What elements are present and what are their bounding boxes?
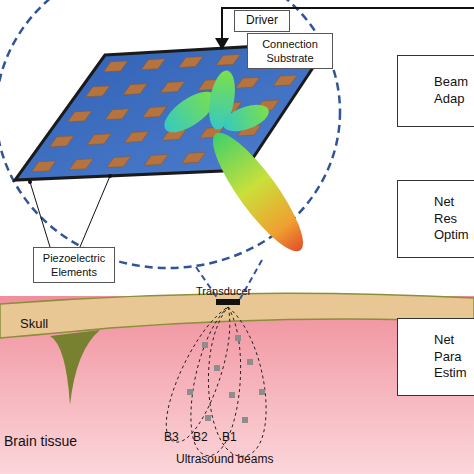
piezo-element bbox=[87, 134, 111, 145]
node-text: Piezoelectric Elements bbox=[36, 251, 112, 280]
piezo-element bbox=[123, 84, 147, 95]
leader-line bbox=[30, 182, 50, 247]
leader-line bbox=[80, 176, 110, 247]
brain-fold bbox=[50, 330, 100, 405]
beam-label: B1 bbox=[222, 430, 237, 444]
beam-group bbox=[166, 307, 266, 456]
target-dot bbox=[242, 417, 248, 423]
beam-pattern bbox=[158, 68, 316, 261]
piezo-element bbox=[68, 111, 92, 122]
arrow-head bbox=[215, 38, 229, 50]
piezo-element bbox=[141, 59, 165, 70]
leader-dot bbox=[28, 180, 32, 184]
part-label: Ultrasound beams bbox=[176, 452, 273, 466]
label-box: Piezoelectric Elements bbox=[33, 247, 115, 283]
target-dot bbox=[229, 392, 235, 398]
target-dot bbox=[205, 415, 211, 421]
transducer-bar bbox=[216, 299, 240, 305]
piezo-element bbox=[104, 61, 128, 72]
piezo-element bbox=[125, 132, 149, 143]
piezo-element bbox=[144, 154, 168, 165]
piezo-element bbox=[182, 152, 206, 163]
node-text: Net Res Optim bbox=[434, 194, 472, 245]
leader-dot bbox=[108, 174, 112, 178]
node-text: Net Para Estim bbox=[434, 332, 472, 383]
driver-box: Driver bbox=[234, 10, 290, 32]
beam-label: B2 bbox=[193, 430, 208, 444]
target-dot bbox=[247, 359, 253, 365]
beam-outline bbox=[166, 307, 230, 442]
node-text: Beam Adap bbox=[434, 74, 472, 108]
piezo-element bbox=[32, 161, 56, 172]
main-lobe bbox=[200, 123, 315, 262]
target-dot bbox=[259, 389, 265, 395]
beam-outline bbox=[208, 307, 266, 456]
piezo-element bbox=[273, 75, 297, 86]
piezo-element bbox=[143, 107, 167, 118]
process-box: Net Res Optim bbox=[397, 180, 474, 258]
piezo-element bbox=[161, 82, 185, 93]
target-dot bbox=[214, 365, 220, 371]
target-dot bbox=[202, 342, 208, 348]
piezo-element bbox=[50, 136, 74, 147]
part-label: Transducer bbox=[196, 285, 251, 297]
target-dot bbox=[187, 389, 193, 395]
node-text: Connection Substrate bbox=[250, 37, 330, 66]
process-box: Beam Adap bbox=[397, 55, 474, 127]
region-label: Brain tissue bbox=[4, 433, 77, 449]
process-box: Net Para Estim bbox=[397, 318, 474, 396]
piezo-element bbox=[179, 57, 203, 68]
side-lobe bbox=[220, 99, 273, 136]
region-label: Skull bbox=[20, 316, 48, 331]
piezo-element bbox=[236, 77, 260, 88]
piezo-element bbox=[216, 54, 240, 65]
piezo-element bbox=[69, 159, 93, 170]
piezo-element bbox=[86, 86, 110, 97]
piezo-element bbox=[107, 157, 131, 168]
zoom-outline bbox=[0, 0, 340, 268]
piezo-element bbox=[105, 109, 129, 120]
beam-label: B3 bbox=[164, 430, 179, 444]
label-box: Connection Substrate bbox=[247, 33, 333, 69]
target-dot bbox=[235, 335, 241, 341]
node-text: Driver bbox=[246, 13, 278, 29]
target-dots bbox=[187, 335, 265, 423]
beam-outline bbox=[191, 307, 241, 456]
